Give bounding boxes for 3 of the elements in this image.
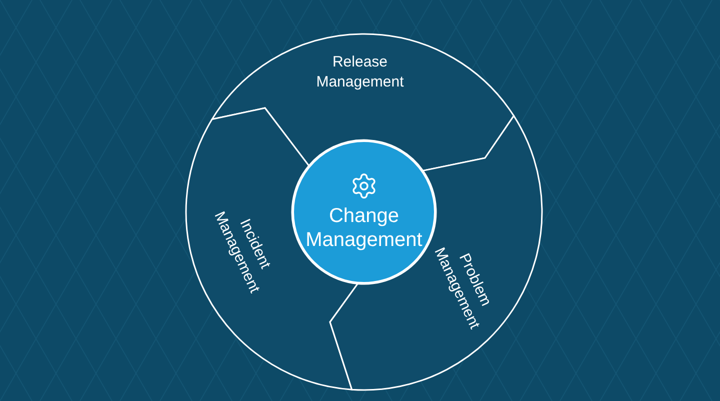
segment-label: Release Management xyxy=(315,52,405,92)
center-label: Change Management xyxy=(304,204,424,252)
ring-segment xyxy=(211,33,515,172)
